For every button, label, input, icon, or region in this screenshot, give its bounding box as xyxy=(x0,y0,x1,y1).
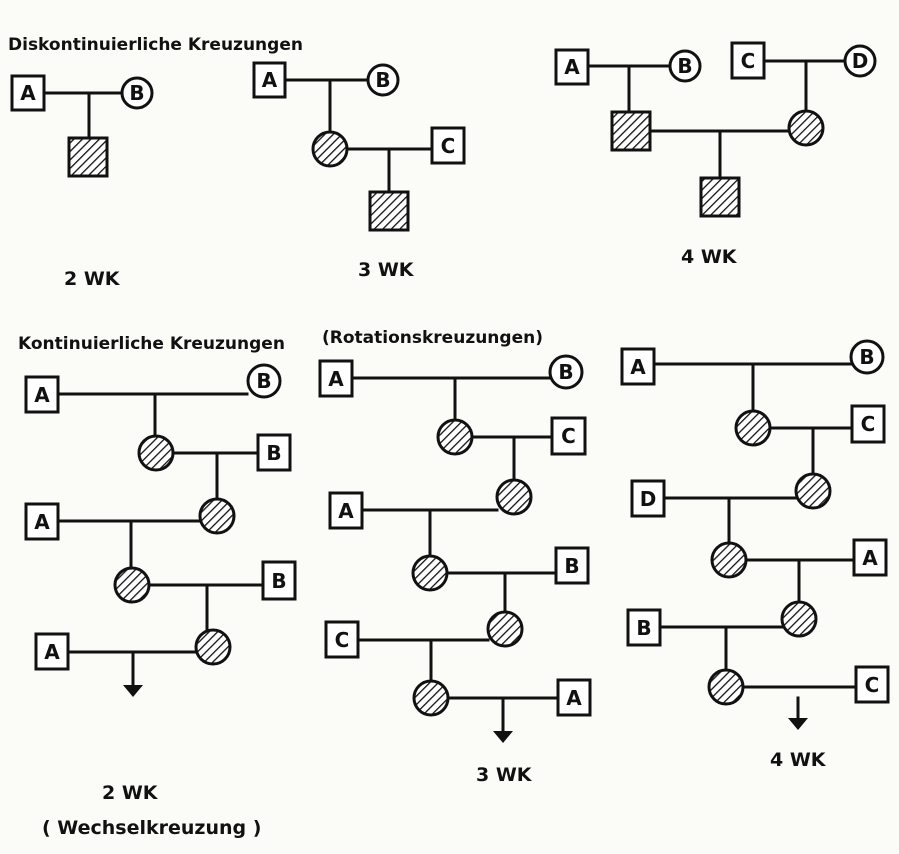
caption-d2: 2 WK xyxy=(64,268,121,290)
parent-circle xyxy=(849,339,885,375)
parent-box xyxy=(256,433,292,472)
parent-box xyxy=(554,546,590,585)
parent-box xyxy=(850,404,886,444)
parent-label: C xyxy=(865,673,880,697)
pedigree-discontinuous-4wk: A B C D 4 WK xyxy=(554,41,877,268)
parent-label: A xyxy=(262,68,278,92)
parent-label: A xyxy=(328,367,344,391)
heading-continuous: Kontinuierliche Kreuzungen xyxy=(18,334,285,354)
continuation-arrow-icon xyxy=(123,685,143,697)
parent-circle xyxy=(366,63,400,97)
parent-circle xyxy=(668,49,702,83)
parent-circle xyxy=(246,363,282,399)
offspring-circle xyxy=(198,497,236,535)
offspring-circle xyxy=(794,472,832,510)
offspring-circle xyxy=(311,130,349,168)
parent-box xyxy=(252,61,287,99)
parent-box xyxy=(550,416,587,456)
pedigree-continuous-4wk: A B C D A B C 4 WK xyxy=(620,339,890,771)
offspring-circle xyxy=(734,409,772,447)
parent-label: A xyxy=(34,383,50,407)
offspring-circle xyxy=(787,109,825,147)
pedigree-continuous-2wk: A B B A B A 2 WK ( Wechselkreuzung ) xyxy=(24,363,297,839)
parent-label: A xyxy=(44,640,60,664)
parent-box xyxy=(626,608,662,647)
offspring-square xyxy=(610,110,652,152)
parent-label: A xyxy=(630,355,646,379)
offspring-circle xyxy=(113,566,151,604)
parent-label: B xyxy=(266,441,281,465)
offspring-circle xyxy=(486,610,524,648)
offspring-circle xyxy=(412,679,450,717)
parent-box xyxy=(24,502,60,541)
parent-label: C xyxy=(335,628,350,652)
parent-box xyxy=(10,74,46,112)
parent-box xyxy=(328,491,364,530)
parent-circle xyxy=(548,354,584,390)
offspring-circle xyxy=(137,434,175,472)
parent-label: B xyxy=(859,345,874,369)
parent-box xyxy=(318,359,354,398)
heading-rotation: (Rotationskreuzungen) xyxy=(322,328,543,348)
offspring-circle xyxy=(436,418,474,456)
parent-box xyxy=(556,678,592,717)
pedigree-discontinuous-2wk: A B 2 WK xyxy=(10,74,154,290)
caption-c2: 2 WK xyxy=(102,782,159,804)
parent-label: C xyxy=(561,424,576,448)
parent-label: B xyxy=(256,369,271,393)
parent-label: A xyxy=(564,55,580,79)
offspring-square xyxy=(67,136,109,178)
continuation-arrow-icon xyxy=(493,731,513,743)
parent-label: B xyxy=(129,81,144,105)
offspring-square xyxy=(368,190,410,232)
parent-label: A xyxy=(338,499,354,523)
continuation-arrow-icon xyxy=(788,718,808,730)
parent-label: A xyxy=(862,546,878,570)
offspring-circle xyxy=(710,541,748,579)
offspring-circle xyxy=(495,478,533,516)
pedigree-discontinuous-3wk: A B C 3 WK xyxy=(252,61,466,281)
parent-label: C xyxy=(741,49,756,73)
parent-box xyxy=(34,632,70,671)
parent-box xyxy=(620,347,656,386)
parent-label: A xyxy=(20,81,36,105)
parent-label: C xyxy=(441,134,456,158)
parent-label: B xyxy=(677,54,692,78)
parent-circle xyxy=(843,44,877,78)
heading-discontinuous: Diskontinuierliche Kreuzungen xyxy=(8,35,303,55)
offspring-circle xyxy=(194,628,232,666)
parent-label: B xyxy=(636,616,651,640)
parent-label: D xyxy=(852,49,869,73)
parent-label: D xyxy=(640,487,657,511)
parent-label: B xyxy=(558,360,573,384)
parent-box xyxy=(430,126,466,165)
parent-box xyxy=(324,620,360,659)
parent-box xyxy=(24,375,60,414)
parent-label: B xyxy=(375,68,390,92)
caption-d3: 3 WK xyxy=(358,259,415,281)
caption-d4: 4 WK xyxy=(681,246,738,268)
offspring-circle xyxy=(780,600,818,638)
parent-label: A xyxy=(566,686,582,710)
parent-box xyxy=(630,479,666,518)
parent-label: B xyxy=(564,554,579,578)
caption-c3: 3 WK xyxy=(476,764,533,786)
parent-circle xyxy=(120,76,154,110)
parent-box xyxy=(852,538,888,577)
parent-box xyxy=(261,560,297,601)
caption-c2-note: ( Wechselkreuzung ) xyxy=(42,817,261,839)
offspring-square xyxy=(699,176,741,218)
parent-label: A xyxy=(34,510,50,534)
offspring-circle xyxy=(707,668,745,706)
parent-box xyxy=(730,41,766,80)
offspring-circle xyxy=(411,554,449,592)
parent-label: B xyxy=(271,569,286,593)
parent-box xyxy=(854,665,890,704)
parent-box xyxy=(554,48,590,86)
parent-label: C xyxy=(861,412,876,436)
caption-c4: 4 WK xyxy=(770,749,827,771)
pedigree-continuous-3wk: A B C A B C A 3 WK xyxy=(318,354,592,786)
